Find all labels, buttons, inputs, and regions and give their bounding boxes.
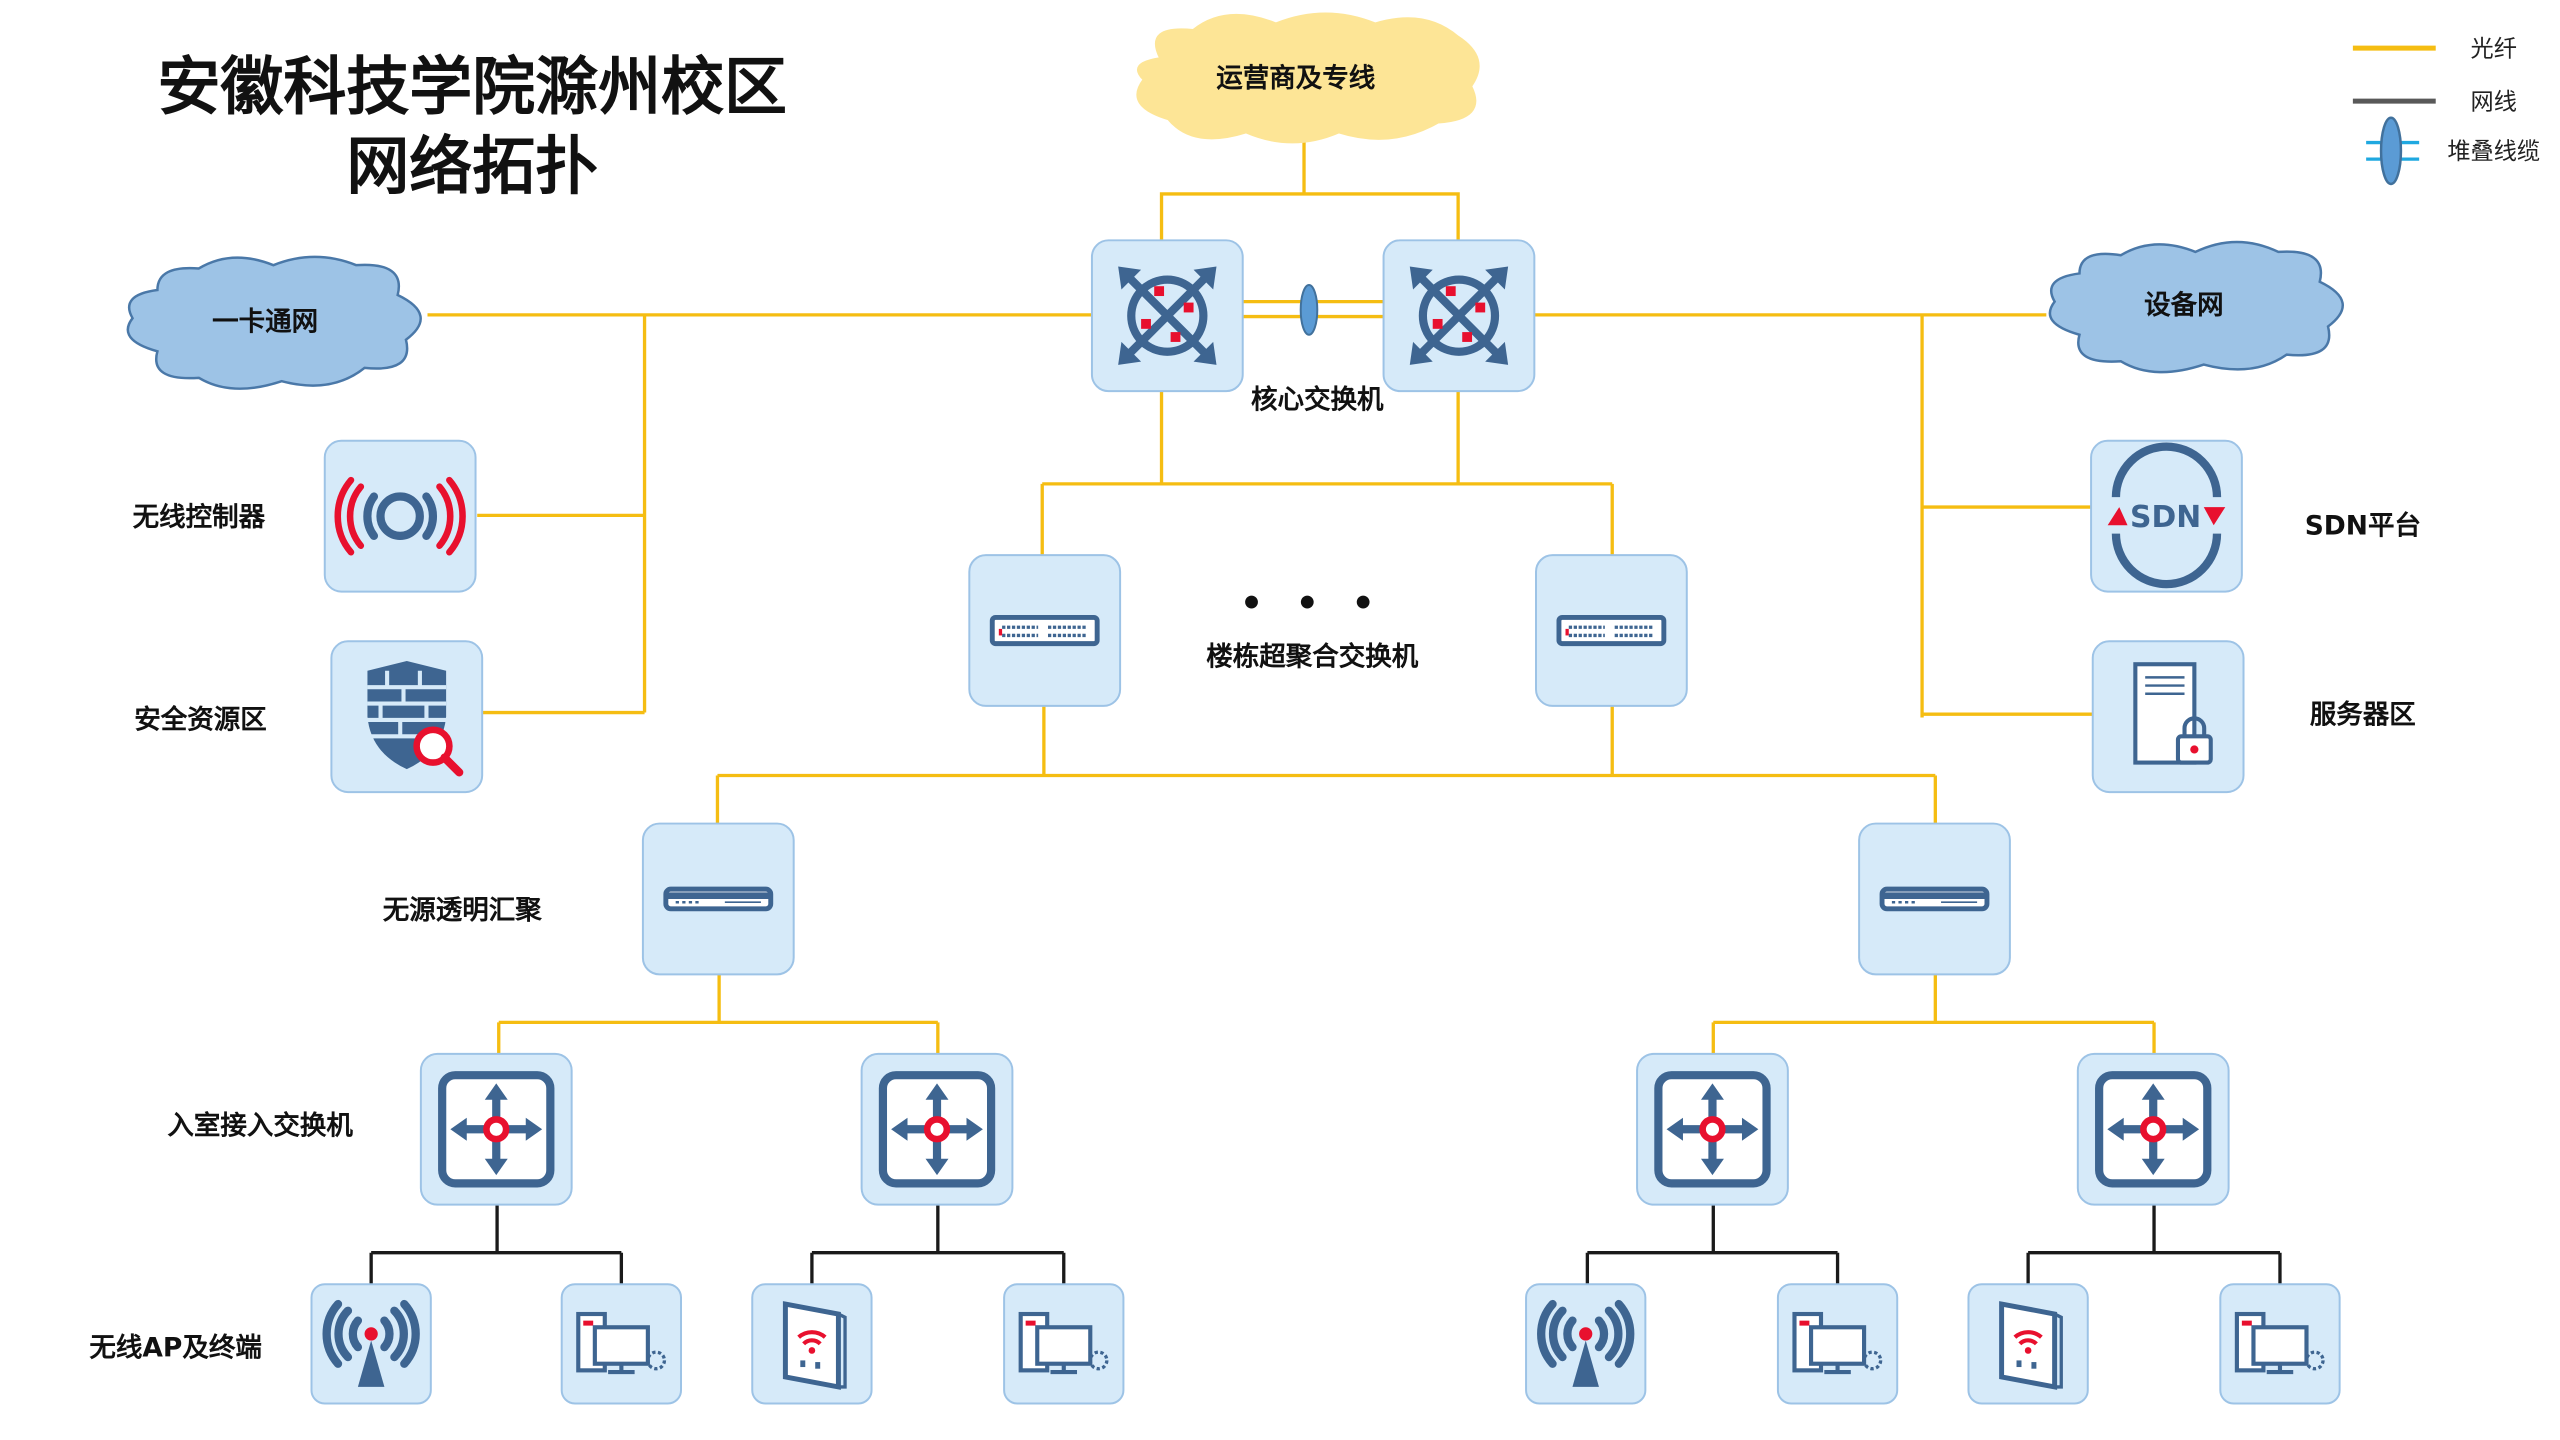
pc-terminal-1[interactable] <box>560 1283 683 1405</box>
passive-aggregation-2[interactable] <box>1858 822 2011 976</box>
server-zone-label: 服务器区 <box>2310 699 2416 730</box>
security-zone[interactable] <box>330 640 484 794</box>
access-switch-label: 入室接入交换机 <box>167 1110 353 1141</box>
access-switch-4[interactable] <box>2076 1052 2230 1206</box>
cloud-device-network-label: 设备网 <box>2144 290 2224 321</box>
passive-aggregation-1[interactable] <box>641 822 795 976</box>
wireless-controller-label: 无线控制器 <box>133 502 266 533</box>
legend: 光纤 网线 堆叠线缆 <box>2352 35 2540 186</box>
stack-cable-icon <box>1299 284 1319 336</box>
legend-fiber-label: 光纤 <box>2471 35 2517 62</box>
pc-terminal-2[interactable] <box>1003 1283 1125 1405</box>
cloud-card-network: 一卡通网 <box>126 255 422 390</box>
diagram-title-line2: 网络拓扑 <box>346 130 598 203</box>
core-switch-2[interactable] <box>1382 239 1536 393</box>
passive-device-icon <box>1882 889 1987 909</box>
security-zone-label: 安全资源区 <box>134 704 267 735</box>
access-switch-2[interactable] <box>860 1052 1014 1206</box>
wifi-panel-icon <box>785 1304 845 1387</box>
server-zone[interactable] <box>2091 640 2245 794</box>
aggregation-switch-1[interactable] <box>968 554 1122 707</box>
wireless-controller[interactable] <box>323 439 477 593</box>
terminals-label: 无线AP及终端 <box>89 1332 261 1363</box>
core-switch-label: 核心交换机 <box>1251 385 1384 416</box>
core-switch-icon <box>1118 267 1216 365</box>
cloud-card-network-label: 一卡通网 <box>212 307 318 338</box>
fiber-links <box>427 142 2156 1054</box>
panel-ap-2[interactable] <box>1967 1283 2089 1405</box>
access-switch-icon <box>1658 1075 1766 1183</box>
svg-text:SDN: SDN <box>2130 500 2201 535</box>
sdn-platform[interactable]: SDN <box>2090 439 2243 593</box>
diagram-title-line1: 安徽科技学院滁州校区 <box>157 50 787 123</box>
panel-ap-1[interactable] <box>751 1283 873 1405</box>
legend-stack-label: 堆叠线缆 <box>2447 138 2540 165</box>
access-switch-icon <box>883 1075 991 1183</box>
aggregation-switch-label: 楼栋超聚合交换机 <box>1206 641 1418 672</box>
pc-terminal-4[interactable] <box>2219 1283 2341 1405</box>
ethernet-links <box>369 1204 2282 1285</box>
legend-cable-label: 网线 <box>2471 88 2517 115</box>
switch-icon <box>1559 617 1664 643</box>
wifi-panel-icon <box>2002 1304 2062 1387</box>
sdn-platform-label: SDN平台 <box>2305 510 2421 541</box>
passive-aggregation-label: 无源透明汇聚 <box>383 895 542 926</box>
passive-device-icon <box>666 889 771 909</box>
cloud-isp: 运营商及专线 <box>1136 12 1480 144</box>
core-switch-icon <box>1410 267 1508 365</box>
core-switch-1[interactable] <box>1090 239 1244 393</box>
access-switch-1[interactable] <box>419 1052 573 1206</box>
wireless-ap-1[interactable] <box>310 1283 432 1405</box>
switch-icon <box>992 617 1097 643</box>
cloud-device-network: 设备网 <box>2048 240 2344 374</box>
wireless-ap-2[interactable] <box>1525 1283 1647 1405</box>
legend-stack-cable-icon <box>2366 116 2420 186</box>
aggregation-switch-2[interactable] <box>1535 554 1688 707</box>
cloud-isp-label: 运营商及专线 <box>1216 63 1375 94</box>
access-switch-3[interactable] <box>1636 1052 1789 1206</box>
more-switches-ellipsis: • • • <box>1240 581 1385 624</box>
sdn-icon: SDN <box>2107 442 2226 589</box>
access-switch-icon <box>442 1075 550 1183</box>
pc-terminal-3[interactable] <box>1776 1283 1899 1405</box>
access-switch-icon <box>2099 1075 2207 1183</box>
